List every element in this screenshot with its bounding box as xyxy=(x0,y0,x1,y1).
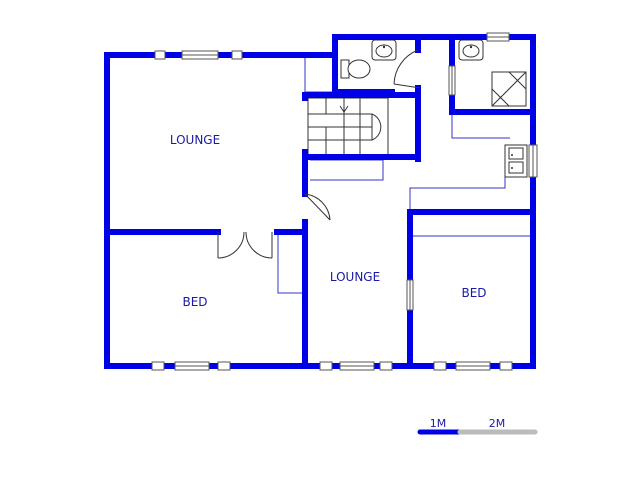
window-right xyxy=(528,144,538,178)
door-right-bed xyxy=(406,279,414,311)
basin-1 xyxy=(371,39,397,61)
door-central-lounge xyxy=(304,193,331,221)
staircase xyxy=(307,97,389,157)
scale-label-2m: 2M xyxy=(489,417,506,430)
door-ensuite xyxy=(448,65,456,96)
doors xyxy=(217,49,456,311)
room-label-lounge-upper: LOUNGE xyxy=(170,133,220,147)
room-label-bed-left: BED xyxy=(182,295,207,309)
door-bathroom xyxy=(393,49,421,89)
kitchen-sink xyxy=(504,144,528,178)
shower xyxy=(491,71,527,107)
walls xyxy=(104,34,536,369)
scale-label-1m: 1M xyxy=(430,417,447,430)
window-bottom-center xyxy=(319,361,393,371)
window-top-left xyxy=(154,50,243,60)
basin-2 xyxy=(458,39,484,61)
window-top-right xyxy=(486,32,510,42)
toilet-1 xyxy=(340,59,371,79)
scale-bar: 1M 2M xyxy=(417,417,538,435)
room-label-lounge-center: LOUNGE xyxy=(330,270,380,284)
window-bottom-left xyxy=(151,361,231,371)
room-labels: LOUNGE BED LOUNGE BED xyxy=(170,133,487,309)
windows xyxy=(151,32,538,371)
room-label-bed-right: BED xyxy=(461,286,486,300)
double-door xyxy=(217,231,273,259)
window-bottom-right xyxy=(433,361,513,371)
